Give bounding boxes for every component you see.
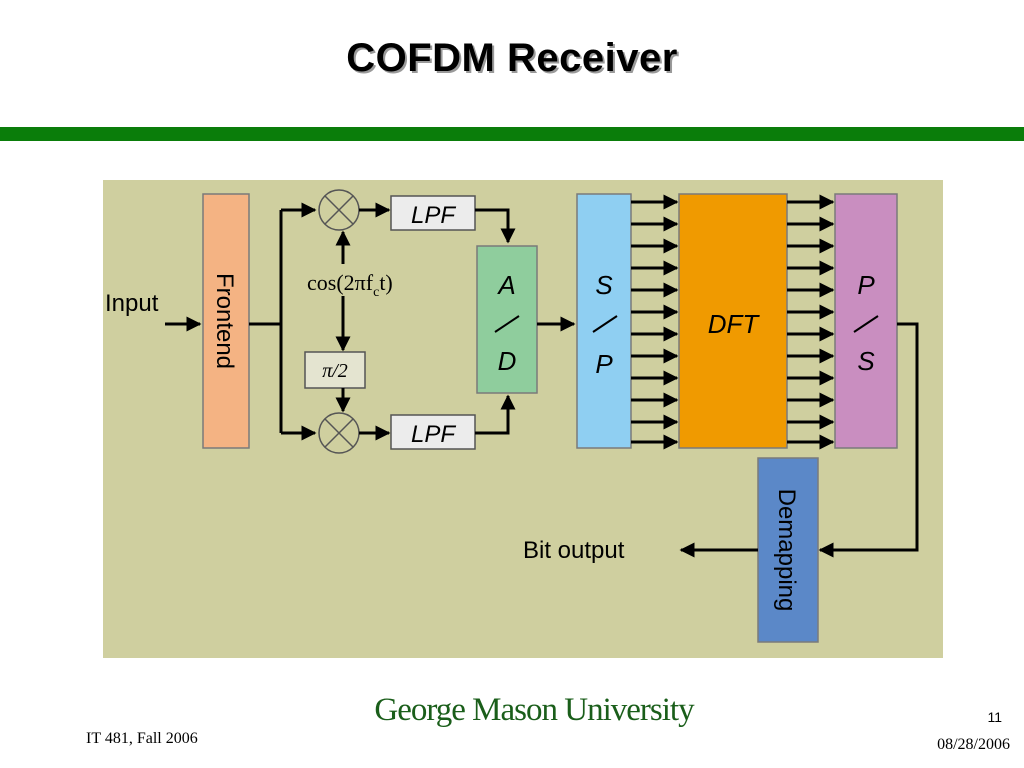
ad-slash [494,315,520,333]
sp-top-label: S [595,270,613,300]
footer-date: 08/28/2006 [937,736,1010,753]
phase-shift-label: π/2 [322,360,348,382]
ps-top-label: P [857,270,875,300]
slide-title: COFDM Receiver [346,36,678,80]
university-logo-text: George Mason University [374,692,694,728]
lpf-bottom-block [390,414,476,450]
frontend-block [202,193,250,449]
lpf-top-to-ad-arrow [475,208,516,244]
serial-to-parallel-block [576,193,632,449]
dft-to-ps-parallel-arrows [787,194,835,450]
ad-bottom-label: D [498,346,517,376]
lpf-bottom-label: LPF [411,421,456,448]
lpf-top-block [390,195,476,231]
footer-course: IT 481, Fall 2006 [86,730,198,747]
ps-to-demapping-arrow [818,322,919,558]
oscillator-label: cos(2πfct) [307,270,393,300]
bit-output-label: Bit output [523,537,625,564]
lpf-top-label: LPF [411,202,456,229]
sp-bottom-label: P [595,349,613,379]
ad-converter-block [476,245,538,394]
phase-shift-block [304,351,366,389]
demapping-block [757,457,819,643]
dft-block [678,193,788,449]
bottom-mixer [318,412,360,454]
ad-top-label: A [496,270,515,300]
top-mixer [318,189,360,231]
parallel-to-serial-block [834,193,898,449]
dft-label: DFT [708,309,761,339]
sp-to-dft-parallel-arrows [631,194,679,450]
sp-slash [592,315,618,333]
title-divider [0,127,1024,141]
page-number: 11 [987,709,1002,725]
frontend-label: Frontend [211,273,238,369]
ps-slash [853,315,879,333]
demapping-label: Demapping [773,489,800,612]
ps-bottom-label: S [857,346,875,376]
cofdm-receiver-diagram: Input Frontend cos(2πfct) π/2 LPF LPF A … [103,180,943,658]
input-label: Input [105,290,159,317]
lpf-bottom-to-ad-arrow [475,394,516,435]
